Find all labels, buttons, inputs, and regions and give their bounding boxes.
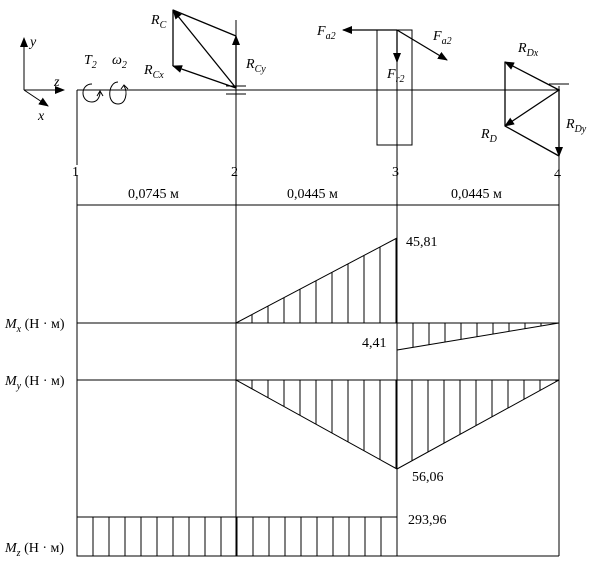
rdx-arrow — [504, 61, 560, 91]
z-axis-label: z — [53, 75, 60, 90]
rd-label: RD — [480, 127, 498, 145]
section-number-1: 1 — [72, 165, 79, 180]
omega-label: ω2 — [112, 53, 127, 71]
x-axis-label: x — [37, 109, 45, 124]
coordinate-axes — [20, 37, 65, 107]
rdy-label: RDy — [565, 117, 587, 135]
mx-max-value: 45,81 — [406, 235, 438, 250]
torque-circular-arrow-icon — [82, 83, 104, 103]
rdx-label: RDx — [517, 41, 539, 59]
mz-value: 293,96 — [408, 513, 447, 528]
rd-arrow — [504, 89, 560, 127]
fr2-label: Fr2 — [386, 67, 404, 85]
section-lines — [76, 20, 560, 556]
fa2-right-label: Fa2 — [432, 29, 452, 47]
section-number-3: 3 — [392, 165, 399, 180]
mz-label: Mz (Н · м) — [4, 541, 64, 559]
rc-label: RC — [150, 13, 167, 31]
forces-d — [504, 61, 563, 157]
rcy-label: RCy — [245, 57, 266, 75]
forces-gear — [342, 26, 448, 63]
torque-label: T2 — [84, 53, 97, 71]
shaft — [76, 89, 560, 165]
span-1-length: 0,0745 м — [128, 187, 179, 202]
mx-label: Mx (Н · м) — [4, 317, 65, 335]
rcx-arrow — [172, 65, 237, 89]
mz-hatching — [92, 517, 382, 556]
rcx-label: RCx — [143, 63, 164, 81]
my-label: My (Н · м) — [4, 374, 65, 392]
rc-arrow — [172, 9, 237, 89]
gear-rect — [376, 29, 413, 146]
forces-c — [172, 9, 240, 89]
omega-circular-arrow-icon — [109, 81, 129, 105]
span-2-length: 0,0445 м — [287, 187, 338, 202]
my-max-value: 56,06 — [412, 470, 444, 485]
mx-hatching — [251, 238, 558, 348]
y-axis-label: y — [28, 35, 37, 50]
my-hatching — [251, 380, 557, 469]
fa2-right-arrow — [396, 29, 448, 61]
x-axis-arrow — [23, 89, 49, 107]
mx-min-value: 4,41 — [362, 336, 387, 351]
my-area — [235, 379, 560, 470]
mx-negative-area — [396, 322, 560, 351]
fa2-left-label: Fa2 — [316, 24, 336, 42]
section-number-4: 4 — [554, 167, 561, 182]
span-3-length: 0,0445 м — [451, 187, 502, 202]
section-number-2: 2 — [231, 165, 238, 180]
